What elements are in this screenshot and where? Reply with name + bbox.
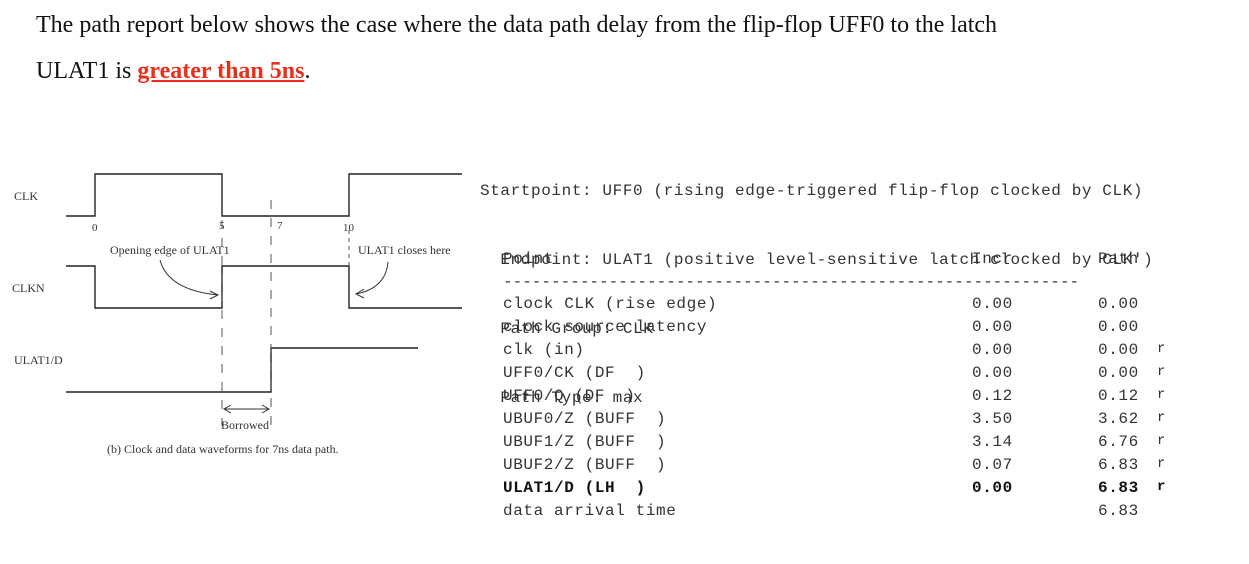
row-path: 6.76 — [1098, 433, 1139, 451]
row-edge-flag: r — [1157, 433, 1167, 449]
row-point: clock source latency — [503, 318, 708, 336]
report-path-group: Path Group: CLK — [480, 320, 654, 338]
row-point: data arrival time — [503, 502, 677, 520]
row-point: clock CLK (rise edge) — [503, 295, 718, 313]
row-edge-flag: r — [1157, 410, 1167, 426]
intro-line-1: The path report below shows the case whe… — [36, 12, 998, 38]
row-point: UBUF0/Z (BUFF ) — [503, 410, 667, 428]
row-incr: 3.50 — [972, 410, 1013, 428]
row-path: 6.83 — [1098, 479, 1139, 497]
row-point: clk (in) — [503, 341, 585, 359]
opening-edge-label: Opening edge of ULAT1 — [110, 243, 230, 257]
row-incr: 0.00 — [972, 318, 1013, 336]
row-edge-flag: r — [1157, 341, 1167, 357]
report-startpoint: Startpoint: UFF0 (rising edge-triggered … — [480, 182, 1144, 200]
tick-0: 0 — [92, 222, 98, 234]
intro-paragraph: The path report below shows the case whe… — [36, 2, 1236, 94]
row-path: 0.00 — [1098, 341, 1139, 359]
row-incr: 0.12 — [972, 387, 1013, 405]
row-edge-flag: r — [1157, 364, 1167, 380]
column-header-point: Point — [503, 250, 555, 268]
intro-line-2-start: ULAT1 is — [36, 58, 138, 84]
clkn-waveform — [66, 265, 462, 309]
tick-7: 7 — [277, 220, 283, 232]
row-edge-flag: r — [1157, 387, 1167, 403]
table-row: UFF0/Q (DF ) 0.12 0.12 r — [503, 387, 1249, 410]
row-incr: 3.14 — [972, 433, 1013, 451]
row-incr: 0.00 — [972, 341, 1013, 359]
borrowed-label: Borrowed — [221, 418, 269, 432]
report-endpoint: Endpoint: ULAT1 (positive level-sensitiv… — [480, 251, 1154, 269]
row-point: UFF0/Q (DF ) — [503, 387, 636, 405]
clk-waveform — [66, 173, 462, 217]
row-path: 0.00 — [1098, 318, 1139, 336]
table-row: clock source latency 0.00 0.00 — [503, 318, 1249, 341]
row-incr: 0.00 — [972, 479, 1013, 497]
table-row: ULAT1/D (LH ) 0.00 6.83 r — [503, 479, 1249, 502]
latch-closes-arrowhead — [354, 288, 365, 299]
ulat1-d-waveform — [66, 347, 418, 393]
latch-closes-arrow — [355, 261, 389, 295]
row-path: 0.00 — [1098, 364, 1139, 382]
opening-edge-arrow — [159, 259, 219, 296]
row-path: 3.62 — [1098, 410, 1139, 428]
table-row: UBUF1/Z (BUFF ) 3.14 6.76 r — [503, 433, 1249, 456]
row-point: ULAT1/D (LH ) — [503, 479, 646, 497]
intro-line-2-end: . — [304, 58, 311, 84]
report-separator: ----------------------------------------… — [503, 273, 1080, 291]
row-path: 0.00 — [1098, 295, 1139, 313]
highlighted-phrase: greater than 5ns — [137, 58, 305, 84]
latch-closes-label: ULAT1 closes here — [358, 243, 451, 257]
row-path: 0.12 — [1098, 387, 1139, 405]
table-row: UFF0/CK (DF ) 0.00 0.00 r — [503, 364, 1249, 387]
row-edge-flag: r — [1157, 456, 1167, 472]
row-incr: 0.00 — [972, 364, 1013, 382]
table-row: clock CLK (rise edge) 0.00 0.00 — [503, 295, 1249, 318]
borrowed-arrowhead-right — [261, 404, 271, 414]
table-row: data arrival time 6.83 — [503, 502, 1249, 525]
row-incr: 0.07 — [972, 456, 1013, 474]
row-point: UFF0/CK (DF ) — [503, 364, 646, 382]
signal-label-clk: CLK — [14, 189, 38, 203]
table-row: clk (in) 0.00 0.00 r — [503, 341, 1249, 364]
report-header-block: Startpoint: UFF0 (rising edge-triggered … — [480, 134, 1153, 433]
row-point: UBUF1/Z (BUFF ) — [503, 433, 667, 451]
tick-10: 10 — [343, 222, 355, 234]
borrowed-arrowhead-left — [222, 404, 232, 414]
column-header-path: Path — [1098, 250, 1139, 268]
intro-line-2: ULAT1 is greater than 5ns. — [36, 48, 1236, 94]
table-row: UBUF2/Z (BUFF ) 0.07 6.83 r — [503, 456, 1249, 479]
column-header-incr: Incr — [972, 250, 1013, 268]
row-point: UBUF2/Z (BUFF ) — [503, 456, 667, 474]
signal-label-clkn: CLKN — [12, 281, 45, 295]
opening-edge-arrowhead — [209, 290, 220, 300]
row-path: 6.83 — [1098, 502, 1139, 520]
row-edge-flag: r — [1157, 479, 1167, 495]
row-path: 6.83 — [1098, 456, 1139, 474]
timing-waveform-diagram: CLK CLKN ULAT1/D 0 5 7 10 Opening edge o… — [12, 173, 462, 456]
waveform-caption: (b) Clock and data waveforms for 7ns dat… — [107, 442, 339, 456]
row-incr: 0.00 — [972, 295, 1013, 313]
signal-label-ulat1-d: ULAT1/D — [14, 353, 63, 367]
table-row: UBUF0/Z (BUFF ) 3.50 3.62 r — [503, 410, 1249, 433]
report-path-type: Path Type: max — [480, 389, 644, 407]
